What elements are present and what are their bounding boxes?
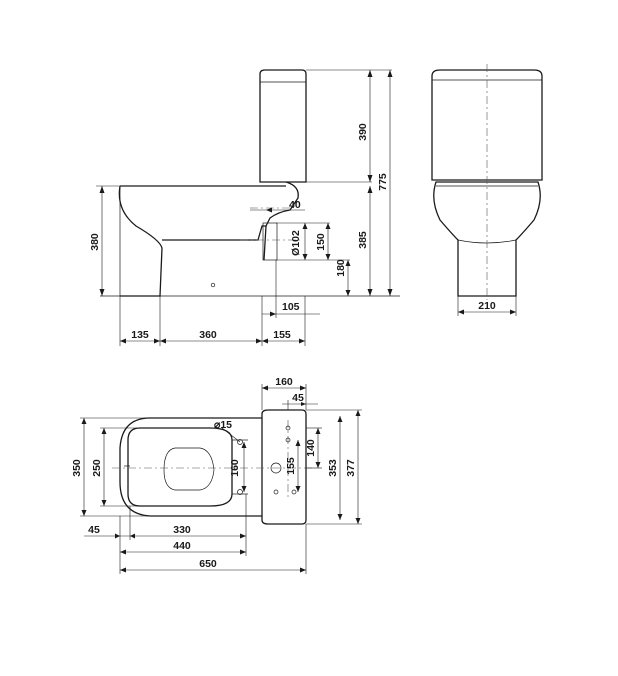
dim-40: 40 <box>289 199 301 211</box>
top-cistern <box>261 409 307 525</box>
dim-330: 330 <box>173 524 191 536</box>
dim-140: 140 <box>305 439 317 457</box>
dim-tank-height: 390 <box>357 123 369 141</box>
top-view: 160 45 ⌀15 140 155 353 377 <box>71 376 362 574</box>
dim-250: 250 <box>91 459 103 477</box>
front-cistern <box>431 69 543 181</box>
dim-105: 105 <box>282 301 300 313</box>
outlet-section <box>262 222 278 261</box>
dim-pipe: Ø102 <box>290 230 302 256</box>
front-view: 210 <box>431 64 543 316</box>
dim-hole: ⌀15 <box>214 419 232 431</box>
top-seat <box>127 427 233 507</box>
dim-seat-height: 380 <box>89 233 101 251</box>
dim-160-top: 160 <box>275 376 293 388</box>
dim-350: 350 <box>71 459 83 477</box>
side-view: 390 775 385 150 180 Ø102 40 10 <box>89 69 400 346</box>
dim-155-top: 155 <box>285 457 297 475</box>
dim-150: 150 <box>315 233 327 251</box>
dim-45-top: 45 <box>292 392 304 404</box>
dim-650: 650 <box>199 558 217 570</box>
bowl-outline <box>118 185 286 297</box>
dim-377: 377 <box>345 459 357 477</box>
dim-353: 353 <box>327 459 339 477</box>
dim-outlet-height: 385 <box>357 231 369 249</box>
dim-360: 360 <box>199 329 217 341</box>
dim-160-left: 160 <box>229 459 241 477</box>
dim-total-height: 775 <box>377 173 389 191</box>
dim-width: 210 <box>478 300 496 312</box>
dim-45-bottom: 45 <box>88 524 100 536</box>
top-bowl-outline <box>119 417 262 517</box>
dim-135: 135 <box>131 329 149 341</box>
cistern-outline <box>259 69 307 183</box>
dim-440: 440 <box>173 540 191 552</box>
dim-155-side: 155 <box>273 329 291 341</box>
dim-180: 180 <box>335 259 347 277</box>
